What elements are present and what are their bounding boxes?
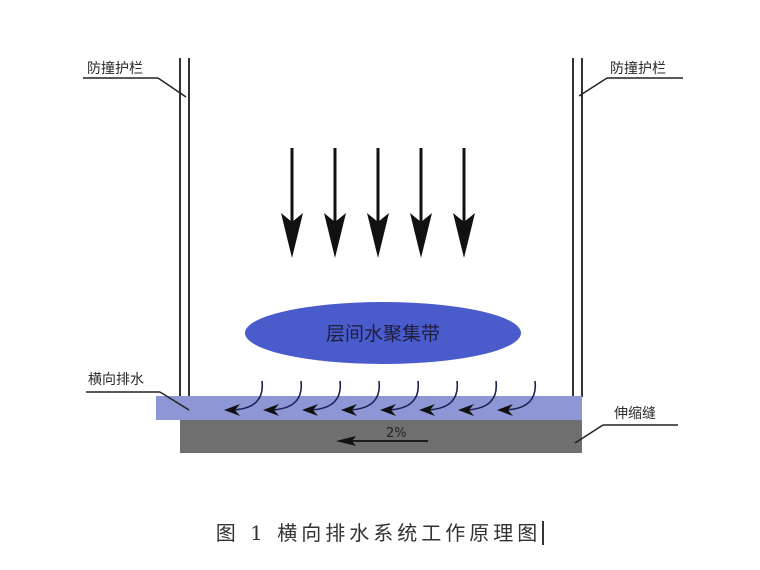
guardrail-right-callout: 防撞护栏 bbox=[578, 61, 683, 97]
guardrail-left bbox=[179, 58, 190, 397]
curved-arrow-left-icon bbox=[419, 380, 459, 416]
arrow-down-icon bbox=[410, 148, 432, 258]
arrow-down-icon bbox=[453, 148, 475, 258]
water-zone-label: 层间水聚集带 bbox=[326, 323, 440, 345]
curved-arrow-left-icon bbox=[497, 380, 537, 416]
curved-arrow-left-icon bbox=[302, 380, 342, 416]
slope-indicator: 2% bbox=[336, 426, 428, 446]
arrow-left-icon bbox=[336, 436, 356, 446]
expansion-joint-callout: 伸缩缝 bbox=[574, 406, 678, 444]
arrow-down-icon bbox=[324, 148, 346, 258]
curved-arrow-left-icon bbox=[224, 380, 264, 416]
guardrail-left-callout: 防撞护栏 bbox=[83, 61, 187, 98]
guardrail-right-label: 防撞护栏 bbox=[610, 61, 666, 77]
guardrail-left-label: 防撞护栏 bbox=[87, 61, 143, 77]
rain-arrows bbox=[281, 148, 475, 258]
base-layer bbox=[180, 420, 582, 453]
guardrail-right bbox=[572, 58, 583, 397]
text-cursor bbox=[542, 521, 545, 545]
slope-label: 2% bbox=[386, 426, 407, 441]
drainage-layer bbox=[156, 396, 582, 420]
expansion-joint-label: 伸缩缝 bbox=[614, 406, 656, 422]
water-accumulation-zone: 层间水聚集带 bbox=[245, 302, 521, 364]
curved-arrow-left-icon bbox=[263, 380, 303, 416]
lateral-drainage-callout: 横向排水 bbox=[86, 372, 190, 411]
arrow-down-icon bbox=[281, 148, 303, 258]
caption-text: 图 1 横向排水系统工作原理图 bbox=[215, 521, 542, 545]
flow-arrows bbox=[224, 380, 537, 416]
lateral-drainage-label: 横向排水 bbox=[88, 372, 144, 388]
curved-arrow-left-icon bbox=[341, 380, 381, 416]
arrow-down-icon bbox=[367, 148, 389, 258]
curved-arrow-left-icon bbox=[380, 380, 420, 416]
figure-caption: 图 1 横向排水系统工作原理图 bbox=[0, 517, 760, 546]
curved-arrow-left-icon bbox=[458, 380, 498, 416]
